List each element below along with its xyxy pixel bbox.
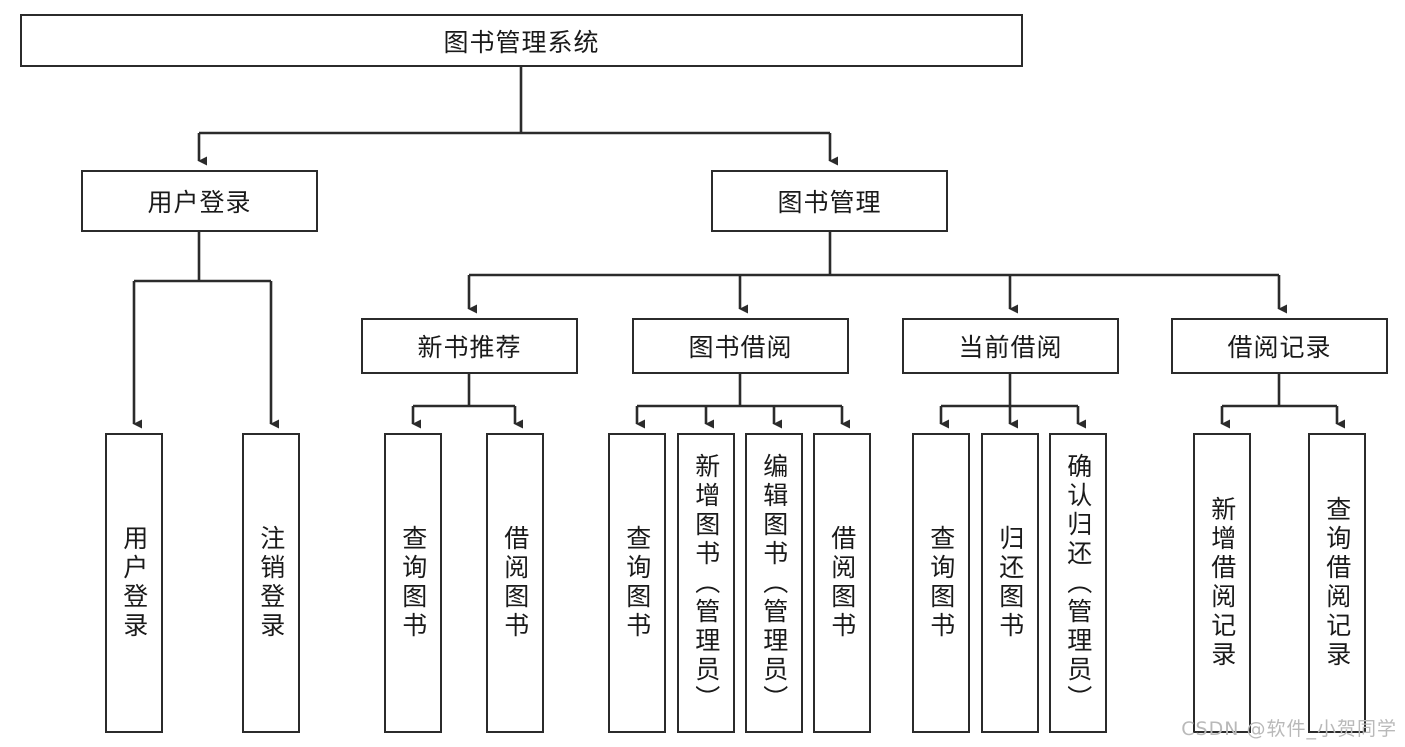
leaf-logout[interactable]: 注销登录 (242, 433, 300, 733)
node-root-system[interactable]: 图书管理系统 (20, 14, 1023, 67)
node-label: 确认归还（管理员） (1063, 452, 1093, 714)
node-label: 注销登录 (256, 525, 286, 641)
node-label: 图书管理 (777, 188, 882, 217)
leaf-borrow-book-recommend[interactable]: 借阅图书 (486, 433, 544, 733)
node-label: 用户登录 (119, 525, 149, 641)
leaf-return-book[interactable]: 归还图书 (981, 433, 1039, 733)
node-label: 借阅记录 (1227, 333, 1332, 362)
watermark: CSDN @软件_小贺同学 (1181, 718, 1397, 740)
leaf-query-borrow-record[interactable]: 查询借阅记录 (1308, 433, 1366, 733)
node-current-borrow[interactable]: 当前借阅 (902, 318, 1119, 374)
node-label: 查询图书 (622, 525, 652, 641)
node-label: 查询图书 (398, 525, 428, 641)
node-label: 查询借阅记录 (1322, 496, 1352, 670)
node-label: 新增借阅记录 (1207, 496, 1237, 670)
node-label: 归还图书 (995, 525, 1025, 641)
node-new-book-recommend[interactable]: 新书推荐 (361, 318, 578, 374)
node-book-borrow[interactable]: 图书借阅 (632, 318, 849, 374)
leaf-query-book-borrow[interactable]: 查询图书 (608, 433, 666, 733)
node-label: 新书推荐 (417, 333, 522, 362)
leaf-add-book-admin[interactable]: 新增图书（管理员） (677, 433, 735, 733)
node-label: 图书借阅 (688, 333, 793, 362)
leaf-user-login[interactable]: 用户登录 (105, 433, 163, 733)
leaf-borrow-book[interactable]: 借阅图书 (813, 433, 871, 733)
leaf-query-book-recommend[interactable]: 查询图书 (384, 433, 442, 733)
node-label: 借阅图书 (827, 525, 857, 641)
node-label: 新增图书（管理员） (691, 452, 721, 714)
leaf-add-borrow-record[interactable]: 新增借阅记录 (1193, 433, 1251, 733)
node-label: 编辑图书（管理员） (759, 452, 789, 714)
node-label: 用户登录 (147, 188, 252, 217)
leaf-edit-book-admin[interactable]: 编辑图书（管理员） (745, 433, 803, 733)
node-label: 当前借阅 (958, 333, 1063, 362)
node-user-login[interactable]: 用户登录 (81, 170, 318, 232)
node-label: 借阅图书 (500, 525, 530, 641)
leaf-confirm-return-admin[interactable]: 确认归还（管理员） (1049, 433, 1107, 733)
leaf-query-book-current[interactable]: 查询图书 (912, 433, 970, 733)
node-label: 查询图书 (926, 525, 956, 641)
node-book-management[interactable]: 图书管理 (711, 170, 948, 232)
node-label: 图书管理系统 (443, 27, 600, 57)
node-borrow-records[interactable]: 借阅记录 (1171, 318, 1388, 374)
